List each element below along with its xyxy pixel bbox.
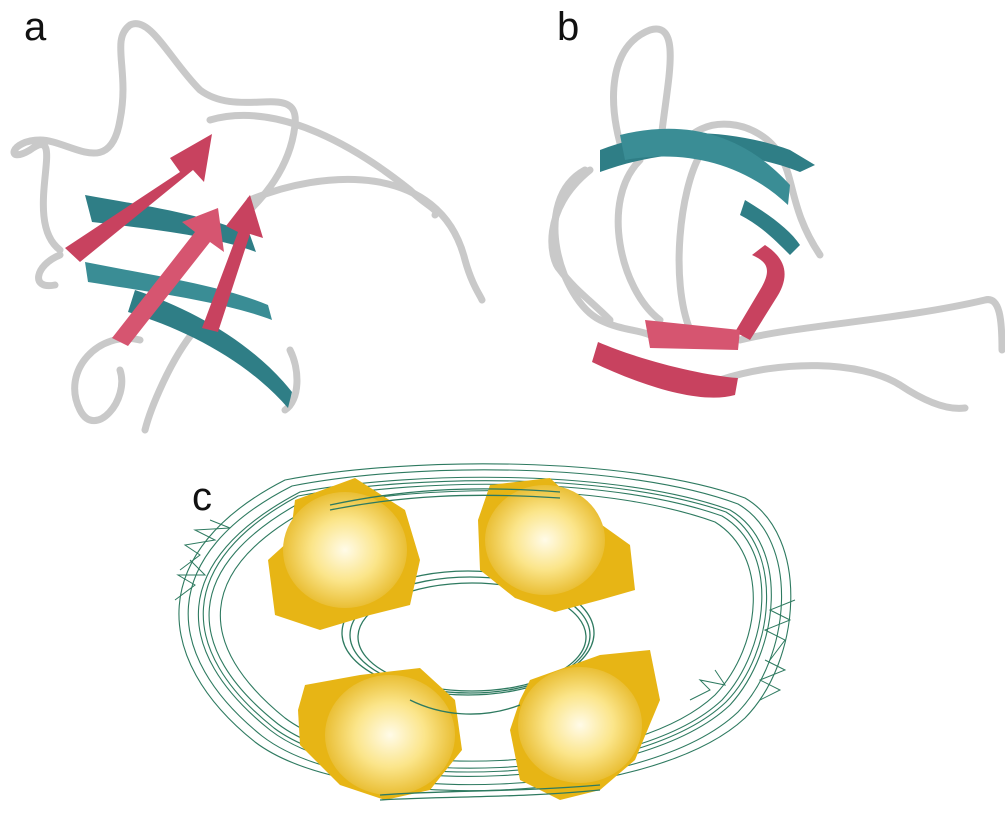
panel-label-c: c (192, 475, 212, 519)
panel-label-b: b (557, 5, 579, 49)
density-blob-bottom-left (298, 668, 462, 800)
density-blob-bottom-right (510, 650, 660, 800)
panel-a: a (14, 5, 482, 430)
density-blob-top-left (268, 478, 420, 630)
panel-b: b (552, 5, 1002, 408)
panel-c: c (175, 464, 795, 800)
panel-label-a: a (24, 5, 47, 49)
teal-strands-b (600, 129, 815, 255)
